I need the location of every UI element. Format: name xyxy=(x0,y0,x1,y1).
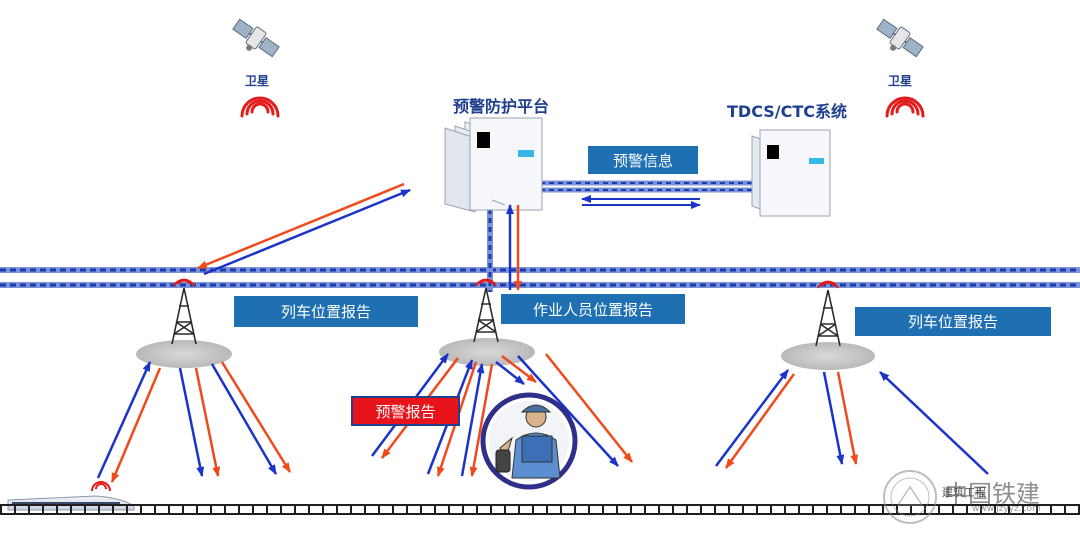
train-icon xyxy=(7,481,135,511)
warning-report-box: 预警报告 xyxy=(351,396,460,426)
coverage-disc-middle xyxy=(439,338,535,366)
watermark-subtext: 建筑工程 xyxy=(942,486,986,499)
arrow-tower-to-platform xyxy=(203,188,411,276)
left-field-arrows xyxy=(96,361,292,483)
railway-track xyxy=(0,504,1080,515)
watermark-seal-icon xyxy=(883,470,937,524)
satellite-icon-left xyxy=(232,18,280,58)
platform-tdcs-link xyxy=(540,180,755,193)
tdcs-ctc-server xyxy=(751,129,831,217)
coverage-disc-left xyxy=(136,340,232,368)
arrow-platform-to-tower xyxy=(197,182,405,270)
signal-icon-left xyxy=(240,96,280,118)
satellite-icon-right xyxy=(876,18,924,58)
coverage-disc-right xyxy=(781,342,875,370)
worker-report-box: 作业人员位置报告 xyxy=(501,294,685,324)
right-field-arrows xyxy=(715,369,989,475)
satellite-label-right: 卫星 xyxy=(888,74,913,88)
watermark-url: www.jzyyz.com xyxy=(972,504,1041,514)
tower-icon-right xyxy=(815,280,841,347)
tower-icon-middle xyxy=(473,278,499,343)
warning-platform-server xyxy=(444,117,543,213)
signal-icon-right xyxy=(885,96,925,118)
tdcs-label: TDCS/CTC系统 xyxy=(727,102,848,121)
railway-worker-icon xyxy=(480,392,578,490)
watermark-text: 中国铁建 xyxy=(944,480,1040,508)
satellite-label-left: 卫星 xyxy=(245,74,270,88)
train-report-box-right: 列车位置报告 xyxy=(855,307,1051,336)
warning-info-box: 预警信息 xyxy=(588,146,698,174)
train-report-box-left: 列车位置报告 xyxy=(234,296,418,327)
platform-label: 预警防护平台 xyxy=(453,97,550,116)
tower-icon-left xyxy=(171,278,197,345)
